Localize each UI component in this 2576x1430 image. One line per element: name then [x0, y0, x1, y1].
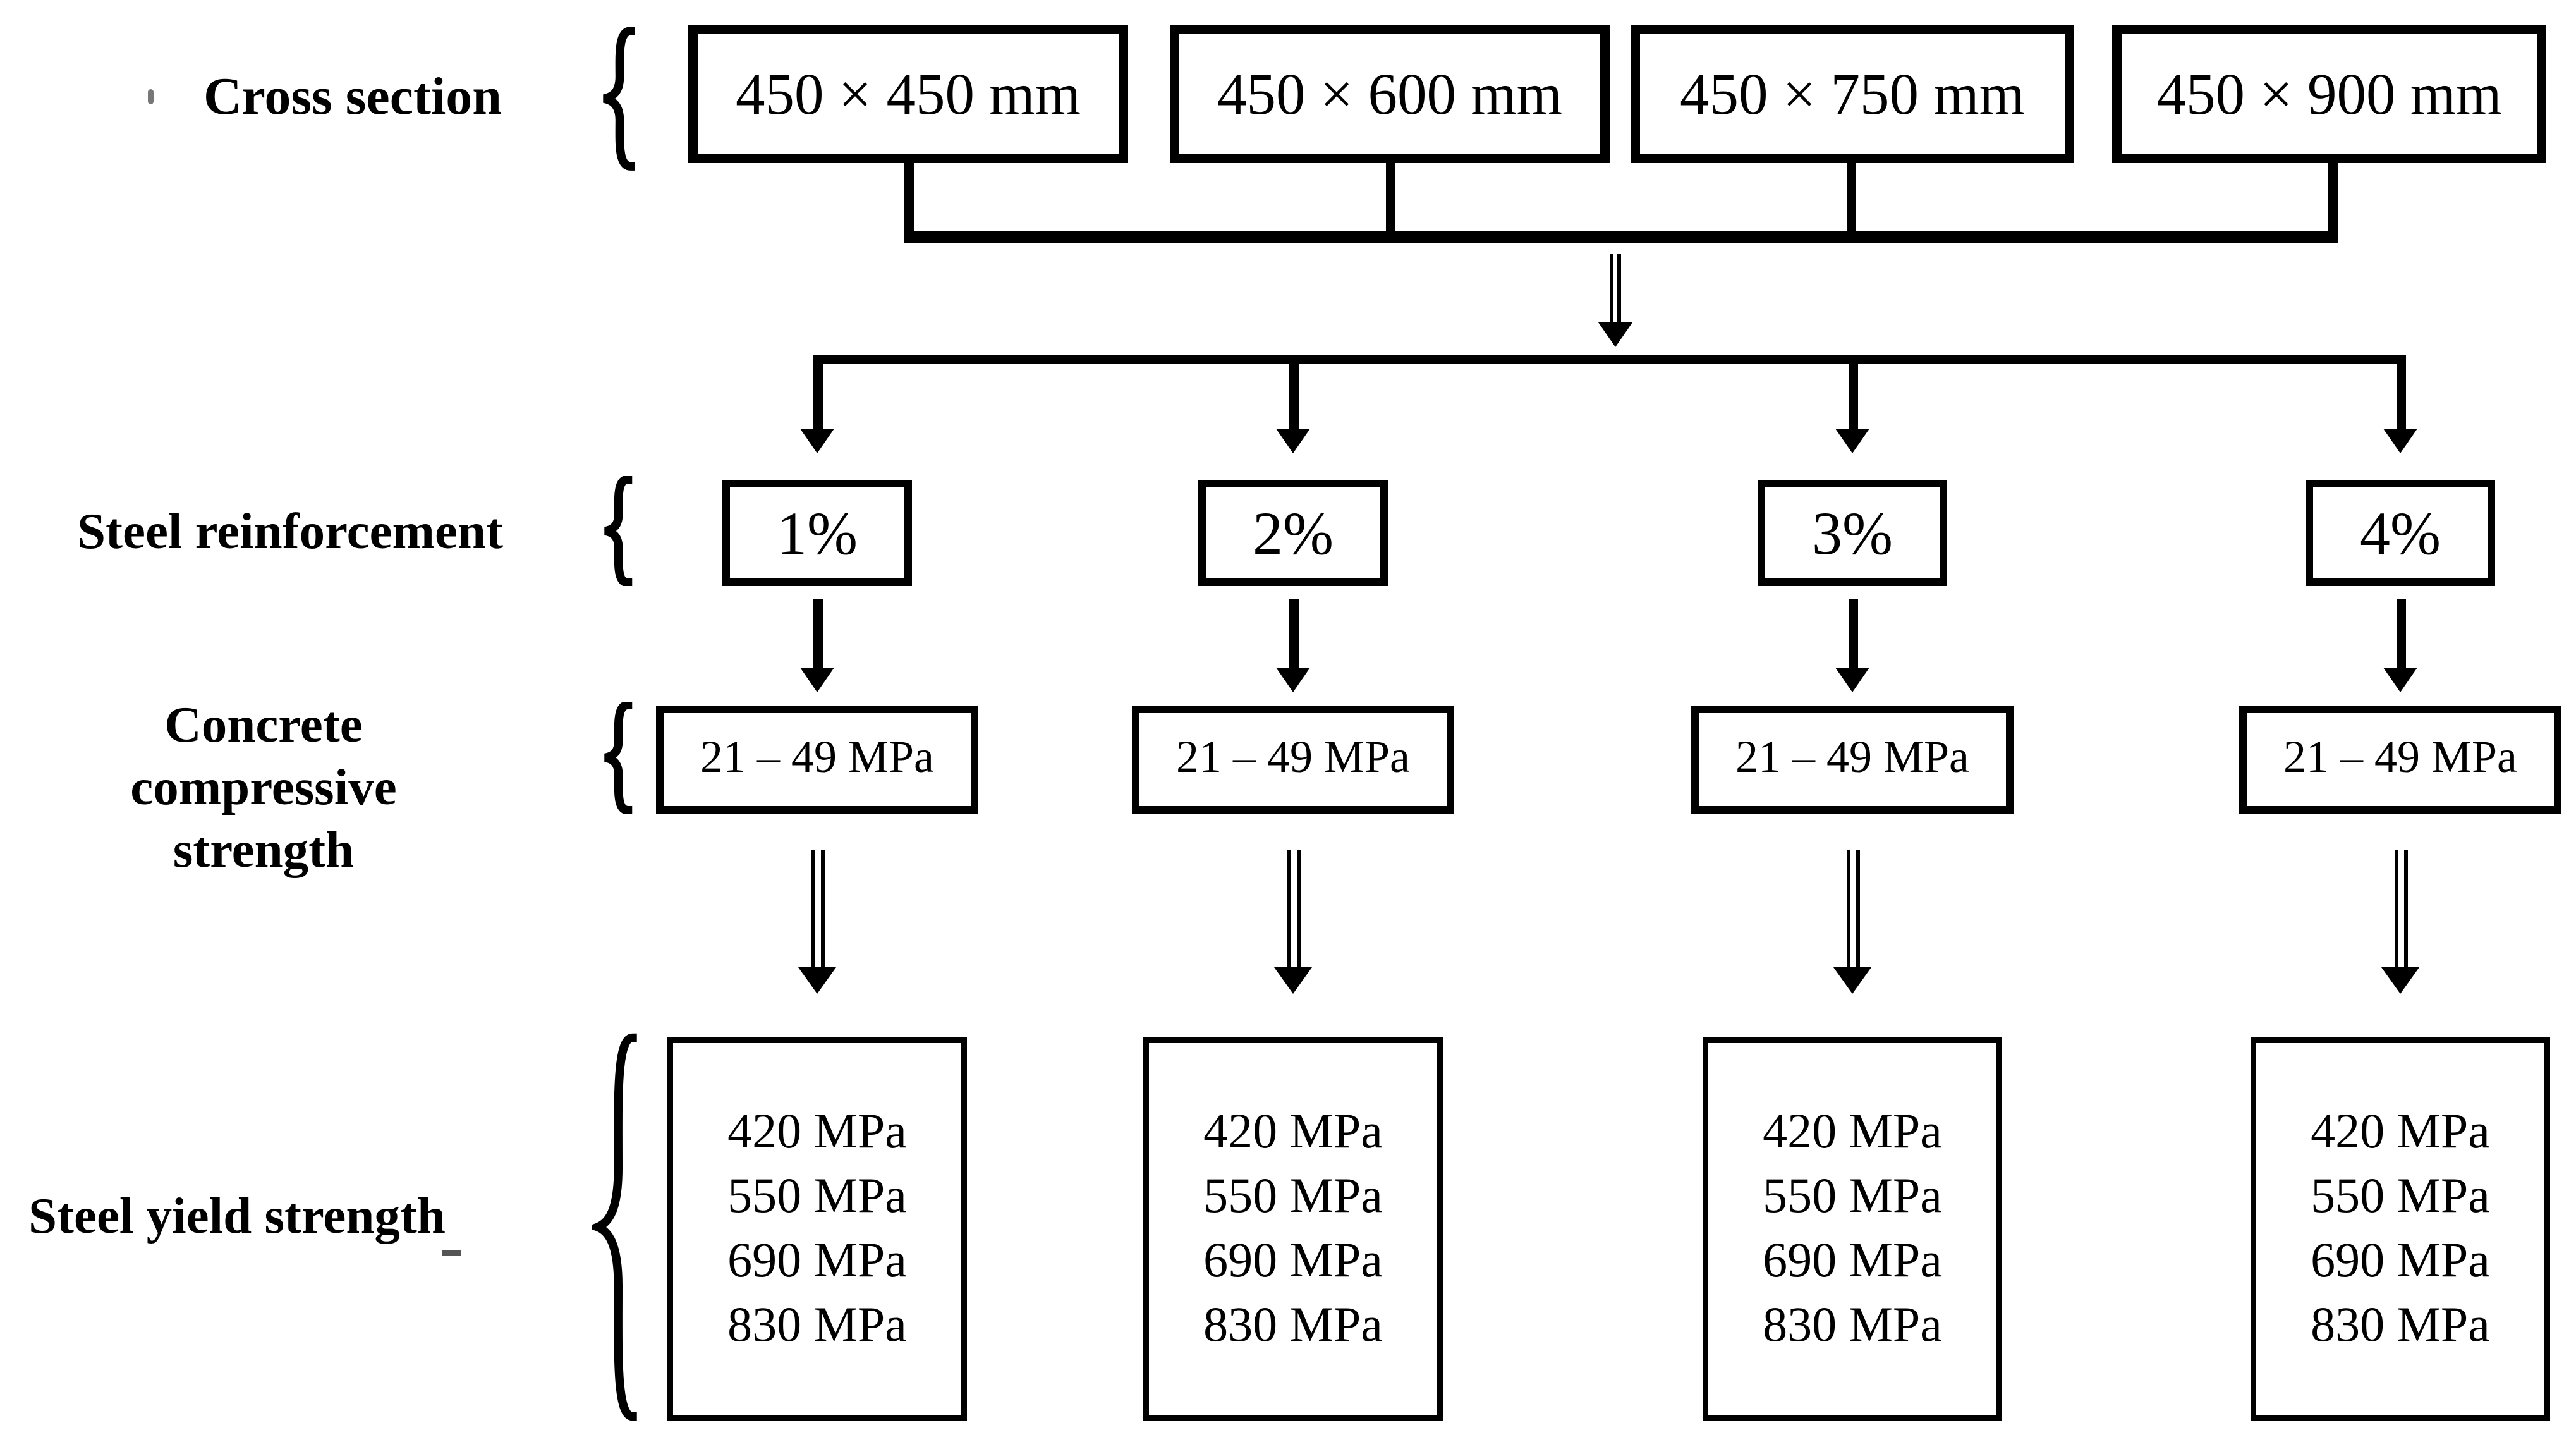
reinforcement-box-2: 2%: [1198, 480, 1388, 586]
yield-value: 690 MPa: [1763, 1233, 1942, 1288]
branch-arrow-stem-3: [1849, 362, 1858, 429]
yield-value: 690 MPa: [2311, 1233, 2490, 1288]
hollow-arrow-stem-3: [1847, 850, 1860, 967]
concrete-box-2: 21 – 49 MPa: [1132, 706, 1454, 814]
yield-box-4-lines: 420 MPa 550 MPa 690 MPa 830 MPa: [2311, 1100, 2490, 1358]
yield-value: 830 MPa: [1763, 1297, 1942, 1352]
merge-arrow-stem: [1610, 254, 1621, 326]
branch-arrow-head-icon-1: [800, 429, 834, 453]
brace-concrete-compressive: [601, 702, 633, 814]
row-label-cross-section: Cross section: [203, 68, 502, 127]
flow-arrow-head-icon-4: [2383, 668, 2417, 692]
yield-box-3-lines: 420 MPa 550 MPa 690 MPa 830 MPa: [1763, 1100, 1942, 1358]
hollow-arrow-stem-4: [2395, 850, 2408, 967]
scan-artifact-speck: [148, 89, 154, 104]
cross-section-box-2: 450 × 600 mm: [1170, 25, 1610, 163]
yield-value: 690 MPa: [1203, 1233, 1383, 1288]
flow-arrow-head-icon-1: [800, 668, 834, 692]
yield-value: 420 MPa: [727, 1104, 907, 1159]
row-label-concrete-line2: strength: [173, 821, 355, 878]
cross-section-box-1: 450 × 450 mm: [688, 25, 1128, 163]
yield-box-3: 420 MPa 550 MPa 690 MPa 830 MPa: [1703, 1037, 2002, 1421]
yield-box-2: 420 MPa 550 MPa 690 MPa 830 MPa: [1143, 1037, 1443, 1421]
yield-value: 550 MPa: [1763, 1168, 1942, 1223]
distribution-bus-line: [813, 355, 2406, 364]
yield-value: 420 MPa: [1203, 1104, 1383, 1159]
yield-box-1-lines: 420 MPa 550 MPa 690 MPa 830 MPa: [727, 1100, 907, 1358]
merge-arrow-head-icon: [1598, 322, 1632, 347]
cross-section-box-3: 450 × 750 mm: [1631, 25, 2074, 163]
yield-value: 830 MPa: [727, 1297, 907, 1352]
branch-arrow-head-icon-2: [1276, 429, 1310, 453]
branch-arrow-stem-1: [813, 362, 823, 429]
row-label-concrete-compressive-strength: Concrete compressive strength: [36, 694, 491, 882]
brace-steel-reinforcement: [601, 476, 633, 586]
yield-value: 690 MPa: [727, 1233, 907, 1288]
yield-value: 550 MPa: [727, 1168, 907, 1223]
yield-box-2-lines: 420 MPa 550 MPa 690 MPa 830 MPa: [1203, 1100, 1383, 1358]
concrete-box-1: 21 – 49 MPa: [656, 706, 978, 814]
flow-arrow-stem-2: [1289, 599, 1299, 668]
row-label-concrete-line1: Concrete compressive: [130, 696, 397, 816]
branch-arrow-stem-2: [1289, 362, 1299, 429]
branch-arrow-head-icon-4: [2383, 429, 2417, 453]
branch-arrow-head-icon-3: [1835, 429, 1869, 453]
hollow-arrow-stem-1: [811, 850, 825, 967]
flow-arrow-stem-1: [813, 599, 823, 668]
branch-arrow-stem-4: [2397, 362, 2406, 429]
yield-box-1: 420 MPa 550 MPa 690 MPa 830 MPa: [667, 1037, 967, 1421]
brace-cross-section: [599, 27, 637, 171]
flow-arrow-stem-3: [1849, 599, 1858, 668]
hollow-arrow-stem-2: [1287, 850, 1301, 967]
flow-arrow-head-icon-2: [1276, 668, 1310, 692]
reinforcement-box-4: 4%: [2306, 480, 2495, 586]
yield-value: 830 MPa: [2311, 1297, 2490, 1352]
merge-bus-line: [904, 231, 2338, 243]
yield-box-4: 420 MPa 550 MPa 690 MPa 830 MPa: [2251, 1037, 2550, 1421]
cross-section-box-4: 450 × 900 mm: [2112, 25, 2546, 163]
stub-line-4: [2328, 163, 2338, 239]
stub-line-3: [1847, 163, 1856, 239]
reinforcement-box-1: 1%: [722, 480, 912, 586]
reinforcement-box-3: 3%: [1758, 480, 1947, 586]
hollow-arrow-head-icon-4: [2381, 967, 2419, 994]
concrete-box-4: 21 – 49 MPa: [2239, 706, 2561, 814]
stub-line-2: [1386, 163, 1395, 239]
flow-arrow-head-icon-3: [1835, 668, 1869, 692]
stub-line-1: [904, 163, 914, 239]
yield-value: 420 MPa: [2311, 1104, 2490, 1159]
yield-value: 550 MPa: [2311, 1168, 2490, 1223]
scan-artifact-dash: [442, 1250, 461, 1256]
hollow-arrow-head-icon-3: [1833, 967, 1871, 994]
brace-steel-yield: [592, 1030, 641, 1424]
flow-arrow-stem-4: [2397, 599, 2406, 668]
concrete-box-3: 21 – 49 MPa: [1691, 706, 2014, 814]
yield-value: 420 MPa: [1763, 1104, 1942, 1159]
yield-value: 550 MPa: [1203, 1168, 1383, 1223]
yield-value: 830 MPa: [1203, 1297, 1383, 1352]
hollow-arrow-head-icon-2: [1274, 967, 1312, 994]
hollow-arrow-head-icon-1: [798, 967, 836, 994]
row-label-steel-reinforcement: Steel reinforcement: [76, 503, 503, 559]
row-label-steel-yield-strength: Steel yield strength: [28, 1187, 446, 1244]
